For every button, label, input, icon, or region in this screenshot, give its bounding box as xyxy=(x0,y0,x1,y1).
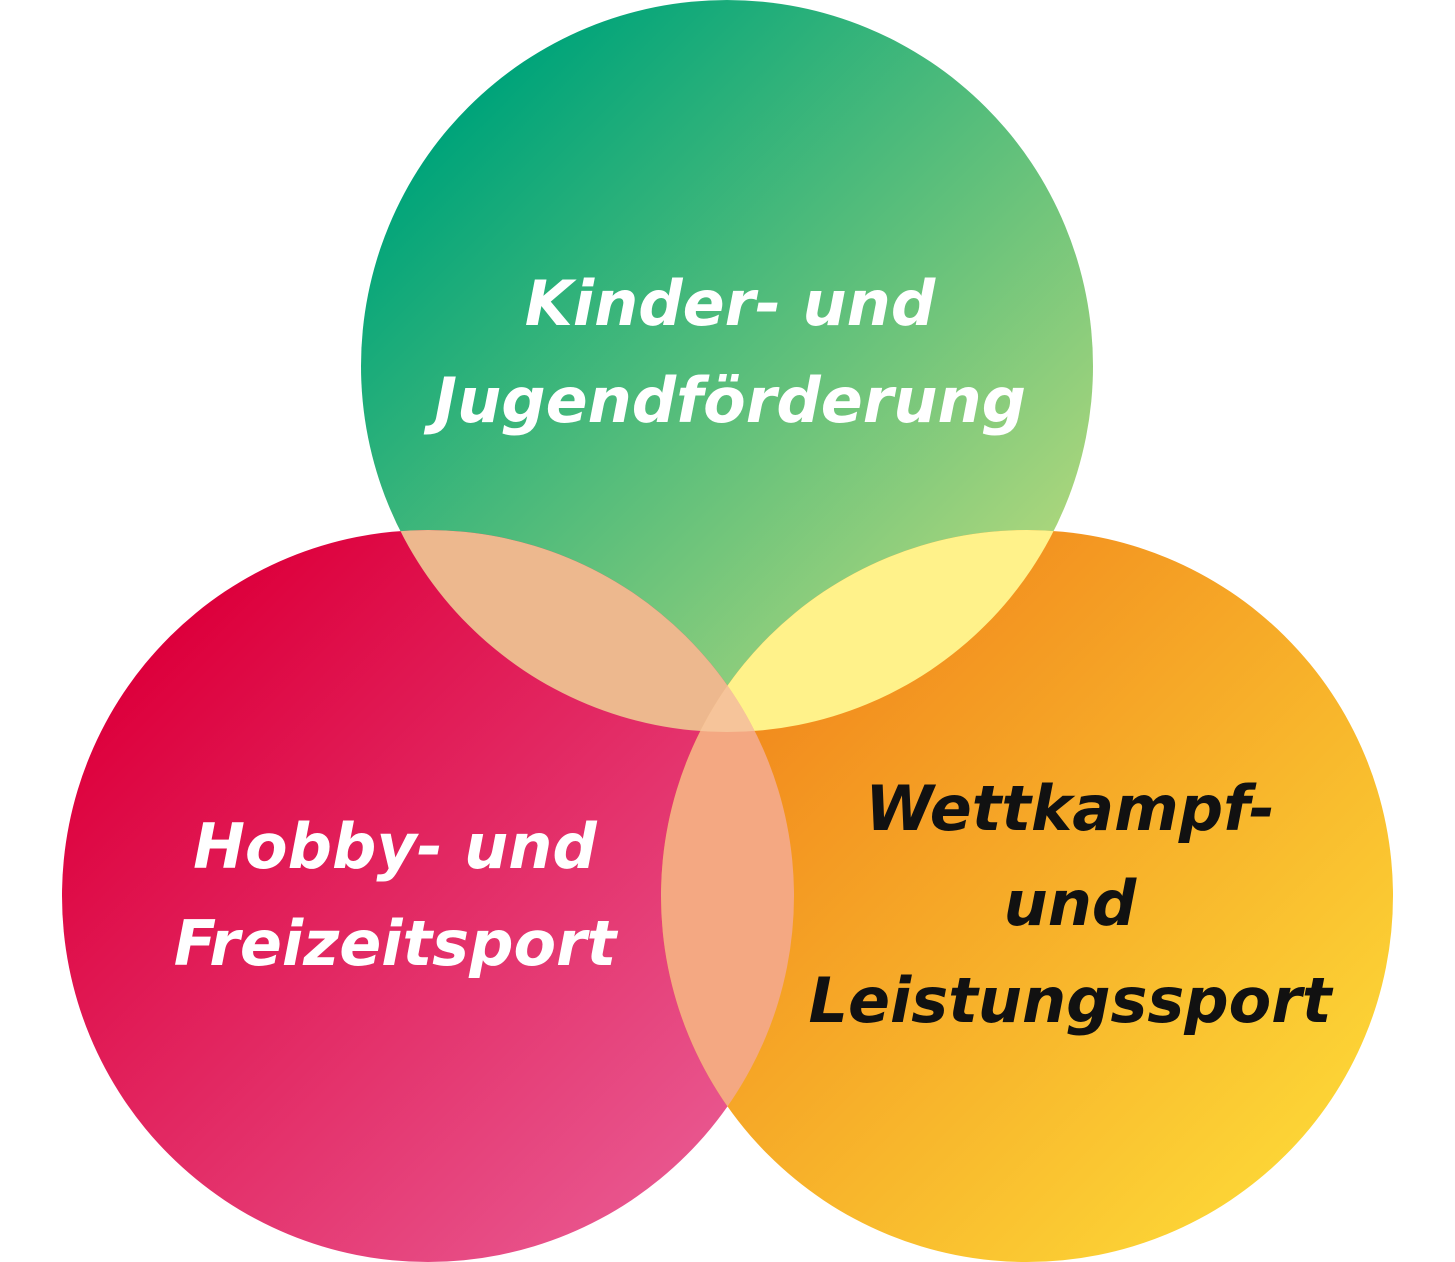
label-top-line1: Kinder- und xyxy=(525,267,936,340)
overlap-top-left xyxy=(361,530,794,732)
label-right-line3: Leistungssport xyxy=(808,964,1333,1037)
label-right-line1: Wettkampf- xyxy=(865,772,1274,845)
circle-right xyxy=(661,530,1393,1262)
label-top-line2: Jugendförderung xyxy=(423,364,1026,437)
label-left-line1: Hobby- und xyxy=(193,810,597,883)
label-right-line2: und xyxy=(1004,867,1137,940)
label-left-line2: Freizeitsport xyxy=(174,907,619,980)
